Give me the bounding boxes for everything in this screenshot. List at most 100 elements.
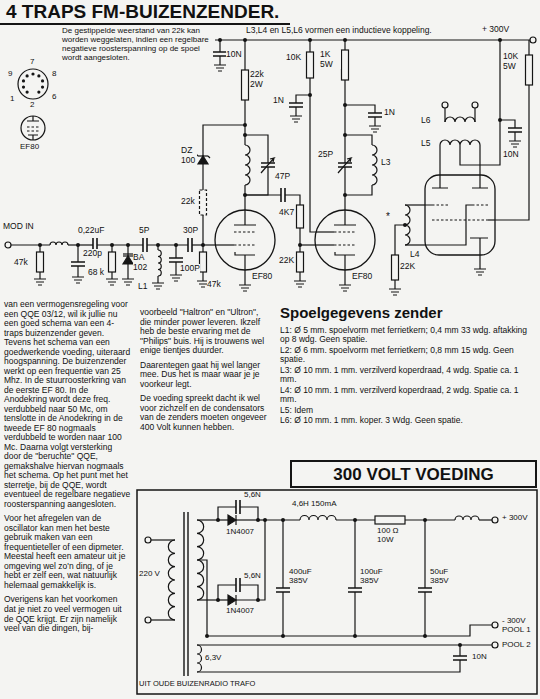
part-label: POOL 2 — [502, 641, 531, 650]
wire — [202, 215, 203, 245]
part-label: 5,6N — [244, 491, 261, 500]
junction-dot — [110, 243, 114, 247]
ground-symbol — [389, 286, 401, 295]
part-label: 1N — [384, 108, 395, 118]
junction-dot — [216, 598, 220, 602]
tube-pin — [26, 90, 29, 93]
ground-symbol — [214, 62, 226, 71]
capacitor-symbol — [289, 103, 303, 107]
tube-grid — [432, 204, 488, 205]
part-label: 5P — [139, 226, 149, 236]
tube-grid — [27, 127, 39, 131]
coil-spec: L4: Ø 10 mm. 1 mm. verzilverd koperdraad… — [280, 386, 536, 405]
wire — [197, 599, 228, 600]
part-label: L3,L4 en L5,L6 vormen een inductieve kop… — [246, 26, 432, 36]
capacitor-symbol — [169, 258, 183, 262]
part-label: 7 — [30, 58, 34, 67]
wire — [528, 40, 529, 55]
coil-symbol — [372, 145, 377, 185]
body-text: Daarentegen gaat hij wel langer mee. Dus… — [140, 361, 270, 390]
resistor-symbol — [242, 70, 249, 100]
wire — [240, 585, 258, 600]
part-label: 10K — [286, 53, 301, 63]
terminal — [492, 642, 498, 648]
wire — [439, 145, 440, 175]
capacitor-symbol — [143, 238, 147, 252]
wire — [197, 644, 492, 645]
coil-symbol — [168, 540, 175, 620]
wire — [219, 56, 220, 62]
tube-envelope — [215, 210, 275, 270]
ground-symbol — [34, 276, 46, 285]
capacitor-symbol — [276, 588, 290, 592]
part-label: + 300V — [502, 514, 528, 523]
wire — [197, 560, 207, 636]
junction-dot — [76, 243, 80, 247]
coil-symbol — [245, 145, 250, 185]
junction-dot — [174, 243, 178, 247]
part-label: 6,3V — [205, 654, 221, 663]
capacitor-symbol — [236, 500, 240, 514]
resistor-symbol — [297, 252, 304, 272]
terminal — [492, 517, 498, 523]
wire — [111, 272, 112, 276]
wire — [344, 167, 345, 195]
wire — [296, 95, 310, 103]
part-label: De gestippelde weerstand van 22k kan wor… — [62, 27, 212, 63]
tube-grid — [234, 244, 256, 245]
capacitor-symbol — [281, 188, 285, 202]
tube-anode — [432, 175, 488, 188]
part-label: 8 — [52, 70, 56, 79]
wire — [345, 135, 372, 145]
wire — [77, 266, 78, 274]
wire — [39, 272, 40, 276]
coil-symbol — [158, 250, 161, 276]
body-text: Overigens kan het voorkomen dat je niet … — [4, 595, 131, 633]
part-label: 1N4007 — [226, 528, 254, 537]
tube-lead — [316, 244, 334, 245]
wire — [68, 244, 93, 245]
part-label: 10K 5W — [503, 52, 523, 71]
diode-symbol — [123, 256, 133, 264]
wire — [424, 592, 425, 636]
part-label: 220 V — [139, 570, 161, 579]
wire — [424, 520, 425, 588]
resistor-symbol — [342, 50, 349, 80]
coil-symbol — [445, 117, 475, 122]
wire — [197, 660, 460, 672]
wire — [345, 105, 375, 113]
tube-pin — [31, 72, 34, 75]
resistor-symbol — [297, 205, 304, 228]
tube-pin — [41, 85, 44, 88]
part-label: 22k — [181, 197, 195, 207]
tube-grid — [334, 244, 356, 245]
page-title: 4 TRAPS FM-BUIZENZENDER. — [6, 1, 279, 22]
wire — [175, 262, 176, 272]
part-label: 10N — [226, 50, 242, 60]
varicap-bar — [123, 253, 133, 254]
tube-cathode — [235, 252, 255, 270]
terminal — [5, 242, 11, 248]
capacitor-symbol — [188, 238, 192, 252]
part-label: 4K7 — [279, 208, 294, 218]
tube-cathode — [28, 135, 38, 140]
capacitor-symbol — [368, 113, 382, 117]
terminal — [145, 617, 151, 623]
wire — [495, 85, 529, 220]
part-label: 47P — [275, 172, 290, 182]
tube-lead — [425, 205, 472, 245]
part-label: 1N — [273, 96, 284, 106]
terminal — [145, 537, 151, 543]
wire — [344, 40, 345, 50]
part-label: 0,22uF — [78, 226, 104, 236]
coil-symbol — [197, 645, 202, 672]
part-label: 10N — [472, 653, 487, 662]
part-label: MOD IN — [3, 222, 34, 232]
tube-screen-grid — [334, 231, 356, 232]
junction-dot — [216, 518, 220, 522]
part-label: 1K 5W — [320, 50, 341, 69]
tube-pin — [26, 74, 29, 77]
coil-spec: L3: Ø 10 mm. 1 mm. verzilverd koperdraad… — [280, 366, 536, 385]
diode-symbol — [228, 595, 236, 605]
part-label: 4,6H 150mA — [292, 500, 336, 509]
